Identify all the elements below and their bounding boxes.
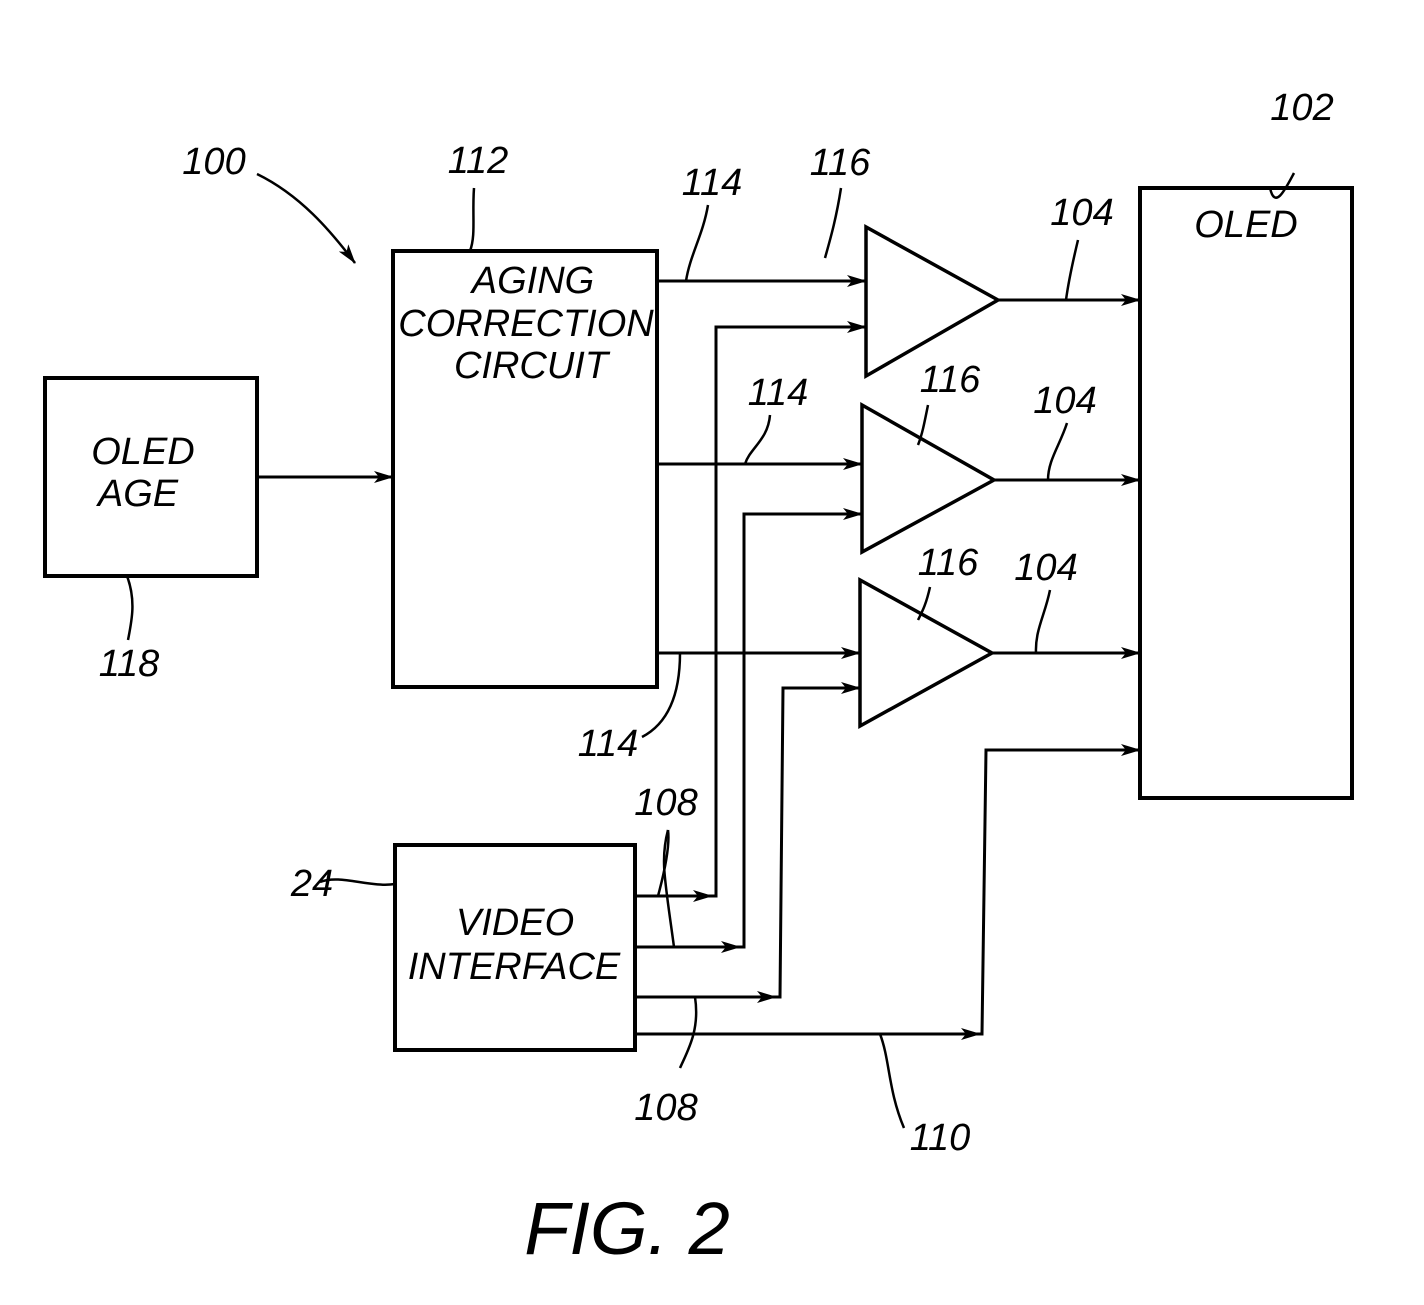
oled-display-block: OLED bbox=[1140, 188, 1352, 798]
ref-100: 100 bbox=[182, 141, 245, 183]
figure-caption: FIG. 2 bbox=[524, 1187, 730, 1270]
ref-118: 118 bbox=[99, 643, 160, 685]
amplifier-1 bbox=[866, 227, 998, 376]
ref-114-3: 114 bbox=[578, 723, 639, 765]
oled-age-block: OLED AGE bbox=[45, 378, 257, 576]
ref-114-1: 114 bbox=[682, 162, 743, 204]
oled-display-label: OLED bbox=[1194, 204, 1297, 246]
amplifier-2 bbox=[862, 405, 994, 552]
ref-24: 24 bbox=[290, 863, 333, 905]
ref-104-2: 104 bbox=[1033, 380, 1096, 422]
leader-104-1 bbox=[1066, 240, 1078, 300]
ref-116-1: 116 bbox=[810, 142, 871, 184]
ref-116-3: 116 bbox=[918, 542, 979, 584]
leader-110 bbox=[880, 1034, 904, 1128]
video-interface-block: VIDEO INTERFACE bbox=[395, 845, 635, 1050]
leader-116-1 bbox=[825, 188, 841, 258]
leader-114-2 bbox=[745, 415, 770, 464]
aging-correction-circuit-block: AGING CORRECTION CIRCUIT bbox=[393, 251, 657, 687]
leader-112 bbox=[470, 188, 474, 251]
video-interface-label-line1: VIDEO bbox=[456, 902, 574, 944]
aging-correction-label-line3: CIRCUIT bbox=[454, 345, 611, 387]
leader-118 bbox=[127, 576, 132, 640]
ref-104-1: 104 bbox=[1050, 192, 1113, 234]
leader-114-1 bbox=[686, 205, 708, 281]
ref-110: 110 bbox=[910, 1117, 971, 1159]
oled-age-label-line2: AGE bbox=[96, 473, 179, 515]
signal-110-line bbox=[635, 750, 1140, 1034]
aging-correction-label-line2: CORRECTION bbox=[398, 303, 654, 345]
ref-104-3: 104 bbox=[1014, 547, 1077, 589]
leader-104-3 bbox=[1036, 590, 1050, 653]
signal-108-line-2 bbox=[635, 514, 862, 947]
ref-102: 102 bbox=[1270, 87, 1333, 129]
ref-108-bottom: 108 bbox=[634, 1087, 697, 1129]
leader-100 bbox=[257, 174, 355, 263]
leader-104-2 bbox=[1048, 423, 1067, 480]
ref-114-2: 114 bbox=[748, 372, 809, 414]
ref-116-2: 116 bbox=[920, 359, 981, 401]
aging-correction-label-line1: AGING bbox=[470, 260, 594, 302]
video-interface-label-line2: INTERFACE bbox=[408, 946, 621, 988]
ref-112: 112 bbox=[448, 140, 509, 182]
oled-age-label-line1: OLED bbox=[91, 431, 194, 473]
ref-108-top: 108 bbox=[634, 782, 697, 824]
